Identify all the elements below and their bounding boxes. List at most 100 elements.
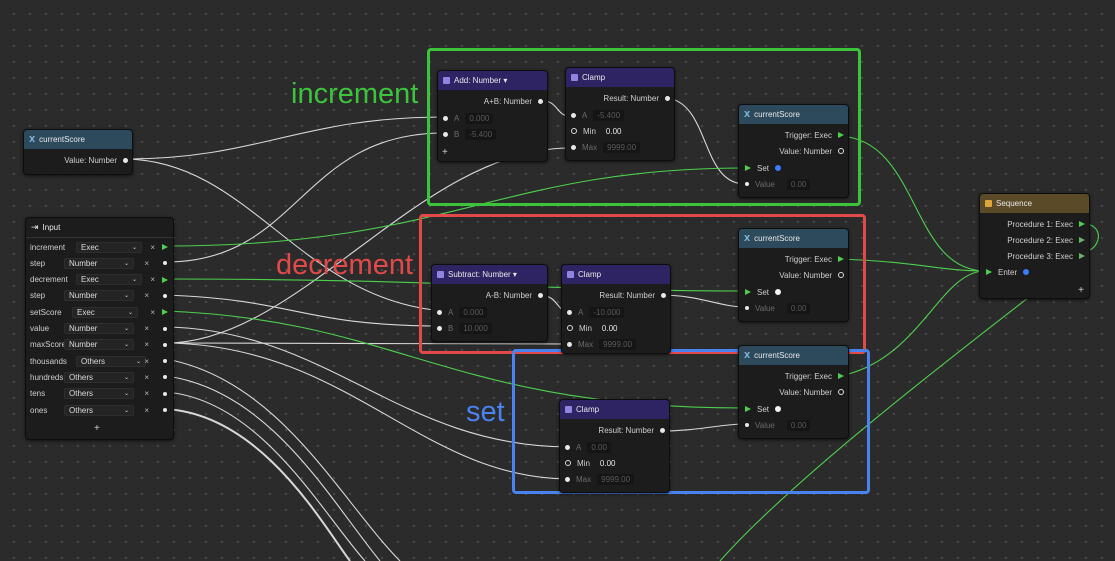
value-in-field[interactable]: 0.00 bbox=[786, 178, 811, 190]
input-max-field[interactable]: 9999.00 bbox=[599, 338, 637, 350]
exec-out-pin[interactable] bbox=[1079, 221, 1085, 227]
input-a-pin[interactable] bbox=[565, 444, 570, 450]
type-select[interactable]: Exec⌄ bbox=[76, 274, 142, 286]
input-min-pin[interactable] bbox=[567, 325, 573, 331]
output-pin[interactable] bbox=[163, 342, 167, 347]
type-select[interactable]: Others⌄ bbox=[64, 388, 134, 400]
type-select[interactable]: Number⌄ bbox=[64, 323, 134, 334]
input-max-field[interactable]: 9999.00 bbox=[603, 141, 641, 153]
remove-input-button[interactable]: × bbox=[150, 307, 155, 317]
output-pin[interactable] bbox=[163, 391, 167, 396]
input-max-pin[interactable] bbox=[567, 341, 572, 347]
input-a-pin[interactable] bbox=[443, 115, 448, 121]
remove-input-button[interactable]: × bbox=[144, 324, 149, 333]
input-a-field[interactable]: 0.000 bbox=[459, 306, 488, 318]
input-a-field[interactable]: 0.000 bbox=[465, 112, 494, 124]
add-procedure-button[interactable]: + bbox=[1078, 284, 1084, 296]
remove-input-button[interactable]: × bbox=[144, 291, 149, 301]
remove-input-button[interactable]: × bbox=[144, 405, 149, 415]
type-select[interactable]: Exec⌄ bbox=[72, 306, 138, 318]
input-a-pin[interactable] bbox=[437, 309, 442, 315]
output-pin[interactable] bbox=[163, 293, 167, 298]
input-name[interactable]: hundreds bbox=[30, 372, 64, 382]
type-select[interactable]: Others⌄ bbox=[64, 371, 134, 383]
subtract-number-node[interactable]: Subtract: Number ▾ A-B: Number A 0.000 B… bbox=[431, 264, 548, 342]
set-value-pin[interactable] bbox=[775, 289, 782, 295]
input-a-field[interactable]: -5.400 bbox=[593, 109, 625, 121]
input-min-pin[interactable] bbox=[571, 128, 577, 134]
set-value-pin[interactable] bbox=[775, 406, 782, 412]
output-pin[interactable] bbox=[163, 375, 167, 380]
value-out-pin[interactable] bbox=[838, 389, 844, 395]
output-pin[interactable] bbox=[163, 261, 167, 266]
input-name[interactable]: ones bbox=[30, 405, 48, 415]
input-a-field[interactable]: 0.00 bbox=[587, 441, 611, 453]
type-select[interactable]: Others⌄ bbox=[64, 404, 134, 416]
input-min-field[interactable]: 0.00 bbox=[605, 126, 622, 136]
output-pin[interactable] bbox=[163, 326, 167, 331]
input-name[interactable]: step bbox=[30, 258, 46, 268]
input-name[interactable]: value bbox=[30, 324, 50, 333]
input-b-pin[interactable] bbox=[437, 325, 442, 331]
value-out-pin[interactable] bbox=[838, 272, 844, 278]
type-select[interactable]: Exec⌄ bbox=[76, 241, 142, 253]
node-header[interactable]: Sequence bbox=[980, 194, 1089, 213]
remove-input-button[interactable]: × bbox=[150, 242, 155, 252]
remove-input-button[interactable]: × bbox=[144, 258, 149, 268]
input-max-field[interactable]: 9999.00 bbox=[597, 473, 635, 485]
node-header[interactable]: Clamp bbox=[560, 400, 669, 419]
input-name[interactable]: maxScore bbox=[30, 340, 67, 350]
input-name[interactable]: tens bbox=[30, 389, 46, 399]
type-select[interactable]: Others⌄ bbox=[76, 355, 146, 367]
input-name[interactable]: setScore bbox=[30, 307, 62, 317]
input-max-pin[interactable] bbox=[565, 476, 570, 482]
value-in-field[interactable]: 0.00 bbox=[786, 419, 811, 431]
remove-input-button[interactable]: × bbox=[144, 340, 149, 350]
exec-out-pin[interactable] bbox=[838, 132, 844, 138]
node-header[interactable]: ⇥ Input bbox=[26, 218, 173, 238]
remove-input-button[interactable]: × bbox=[144, 389, 149, 399]
output-pin[interactable] bbox=[163, 408, 167, 412]
input-name[interactable]: thousands bbox=[30, 356, 67, 366]
output-pin[interactable] bbox=[538, 98, 543, 104]
sequence-node[interactable]: Sequence Procedure 1: Exec Procedure 2: … bbox=[979, 193, 1090, 299]
get-current-score-node[interactable]: 𝗫 currentScore Value: Number bbox=[23, 129, 133, 175]
exec-out-pin[interactable] bbox=[1079, 253, 1085, 259]
add-number-node[interactable]: Add: Number ▾ A+B: Number A 0.000 B -5.4… bbox=[437, 70, 548, 162]
input-a-pin[interactable] bbox=[571, 112, 576, 118]
value-in-pin[interactable] bbox=[745, 306, 749, 310]
input-name[interactable]: decrement bbox=[30, 275, 68, 285]
output-pin[interactable] bbox=[661, 292, 666, 298]
input-a-field[interactable]: -10.000 bbox=[589, 306, 625, 318]
input-b-pin[interactable] bbox=[443, 131, 448, 137]
exec-out-pin[interactable] bbox=[162, 309, 168, 316]
input-name[interactable]: increment bbox=[30, 242, 66, 252]
input-name[interactable]: step bbox=[30, 291, 46, 301]
input-min-pin[interactable] bbox=[565, 460, 571, 466]
node-header[interactable]: 𝗫 currentScore bbox=[24, 130, 132, 149]
input-max-pin[interactable] bbox=[571, 144, 576, 150]
remove-input-button[interactable]: × bbox=[150, 275, 155, 285]
output-pin[interactable] bbox=[665, 95, 670, 101]
output-pin[interactable] bbox=[123, 157, 128, 163]
enter-value-pin[interactable] bbox=[1023, 269, 1030, 275]
node-header[interactable]: Add: Number ▾ bbox=[438, 71, 547, 90]
exec-in-pin[interactable] bbox=[986, 269, 992, 275]
exec-out-pin[interactable] bbox=[162, 244, 168, 250]
add-input-button[interactable]: + bbox=[94, 422, 100, 434]
type-select[interactable]: Number⌄ bbox=[64, 290, 134, 302]
type-select[interactable]: Number⌄ bbox=[64, 339, 134, 351]
input-min-field[interactable]: 0.00 bbox=[601, 323, 618, 333]
node-header[interactable]: Clamp bbox=[562, 265, 670, 284]
node-header[interactable]: Clamp bbox=[566, 68, 674, 87]
exec-out-pin[interactable] bbox=[162, 276, 168, 283]
output-pin[interactable] bbox=[660, 427, 665, 433]
input-min-field[interactable]: 0.00 bbox=[599, 458, 616, 468]
output-pin[interactable] bbox=[163, 359, 167, 364]
